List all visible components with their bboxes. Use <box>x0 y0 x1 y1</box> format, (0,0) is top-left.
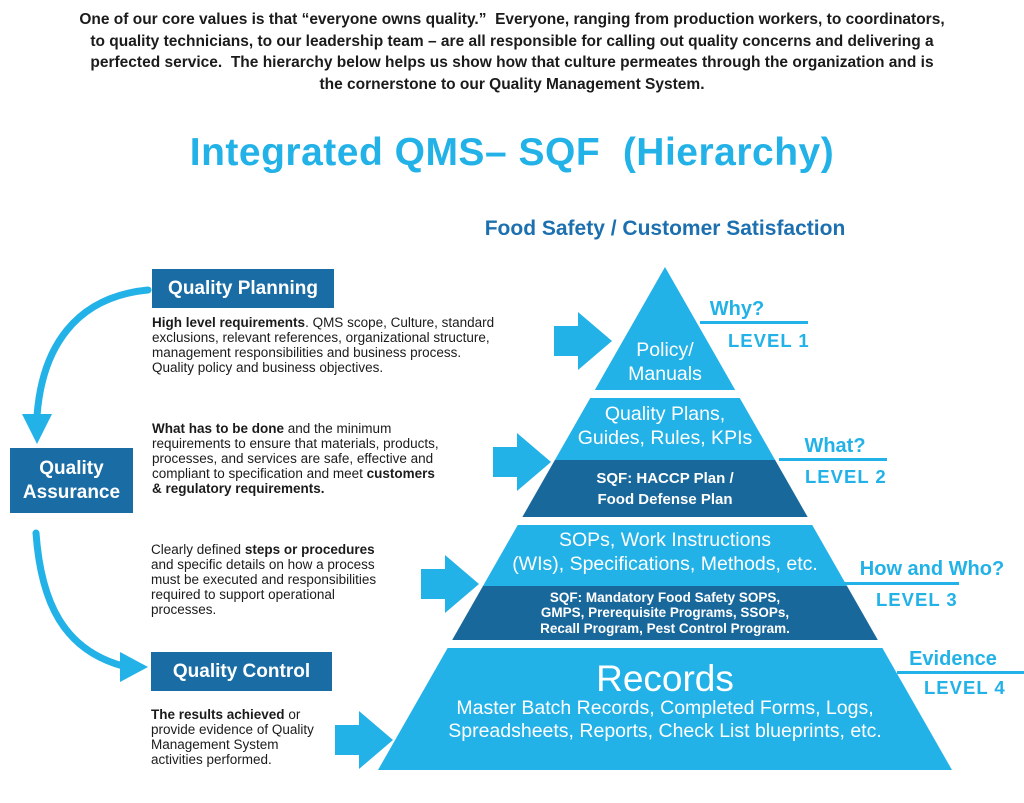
level-4-label: Master Batch Records, Completed Forms, L… <box>448 697 882 742</box>
pyramid-subtitle: Food Safety / Customer Satisfaction <box>484 217 846 240</box>
level-1-pointer-arrow-icon <box>554 312 612 370</box>
level-4-tag: LEVEL 4 <box>924 677 1006 698</box>
level-3-sqf-label: SQF: Mandatory Food Safety SOPS,GMPS, Pr… <box>540 590 790 636</box>
level-4-question: Evidence <box>909 648 997 670</box>
level-3-rule <box>843 582 959 585</box>
level-2-pointer-arrow-icon <box>493 433 551 491</box>
level-2-rule <box>779 458 887 461</box>
level-4-band <box>378 648 952 770</box>
assurance-to-control-arrowhead-icon <box>120 652 148 682</box>
assurance-to-control-curve-icon <box>32 529 127 670</box>
level-3-question: How and Who? <box>859 558 1005 580</box>
level-2-label: Quality Plans,Guides, Rules, KPIs <box>577 403 753 449</box>
planning-description: High level requirements. QMS scope, Cult… <box>152 315 495 375</box>
quality-control-box: Quality Control <box>151 652 332 691</box>
level-4-rule <box>897 671 1024 674</box>
level-1-question: Why? <box>709 298 765 320</box>
level-1-rule <box>700 321 808 324</box>
level-1-label: Policy/Manuals <box>628 339 702 385</box>
intro-paragraph: One of our core values is that “everyone… <box>79 11 945 93</box>
level-3-label: SOPs, Work Instructions(WIs), Specificat… <box>512 529 818 575</box>
level-4-heading: Records <box>596 658 734 699</box>
page-title: Integrated QMS– SQF (Hierarchy) <box>189 131 835 174</box>
level-2-question: What? <box>804 435 866 457</box>
level-2-sqf-label: SQF: HACCP Plan /Food Defense Plan <box>596 470 734 508</box>
level-4-pointer-arrow-icon <box>335 711 393 769</box>
planning-to-assurance-curve-icon <box>33 286 152 420</box>
level-2-tag: LEVEL 2 <box>805 466 887 487</box>
level-1-tag: LEVEL 1 <box>728 330 810 351</box>
level-3-tag: LEVEL 3 <box>876 589 958 610</box>
level-3-pointer-arrow-icon <box>421 555 479 613</box>
planning-to-assurance-arrowhead-icon <box>22 414 52 444</box>
quality-planning-box: Quality Planning <box>152 269 334 308</box>
